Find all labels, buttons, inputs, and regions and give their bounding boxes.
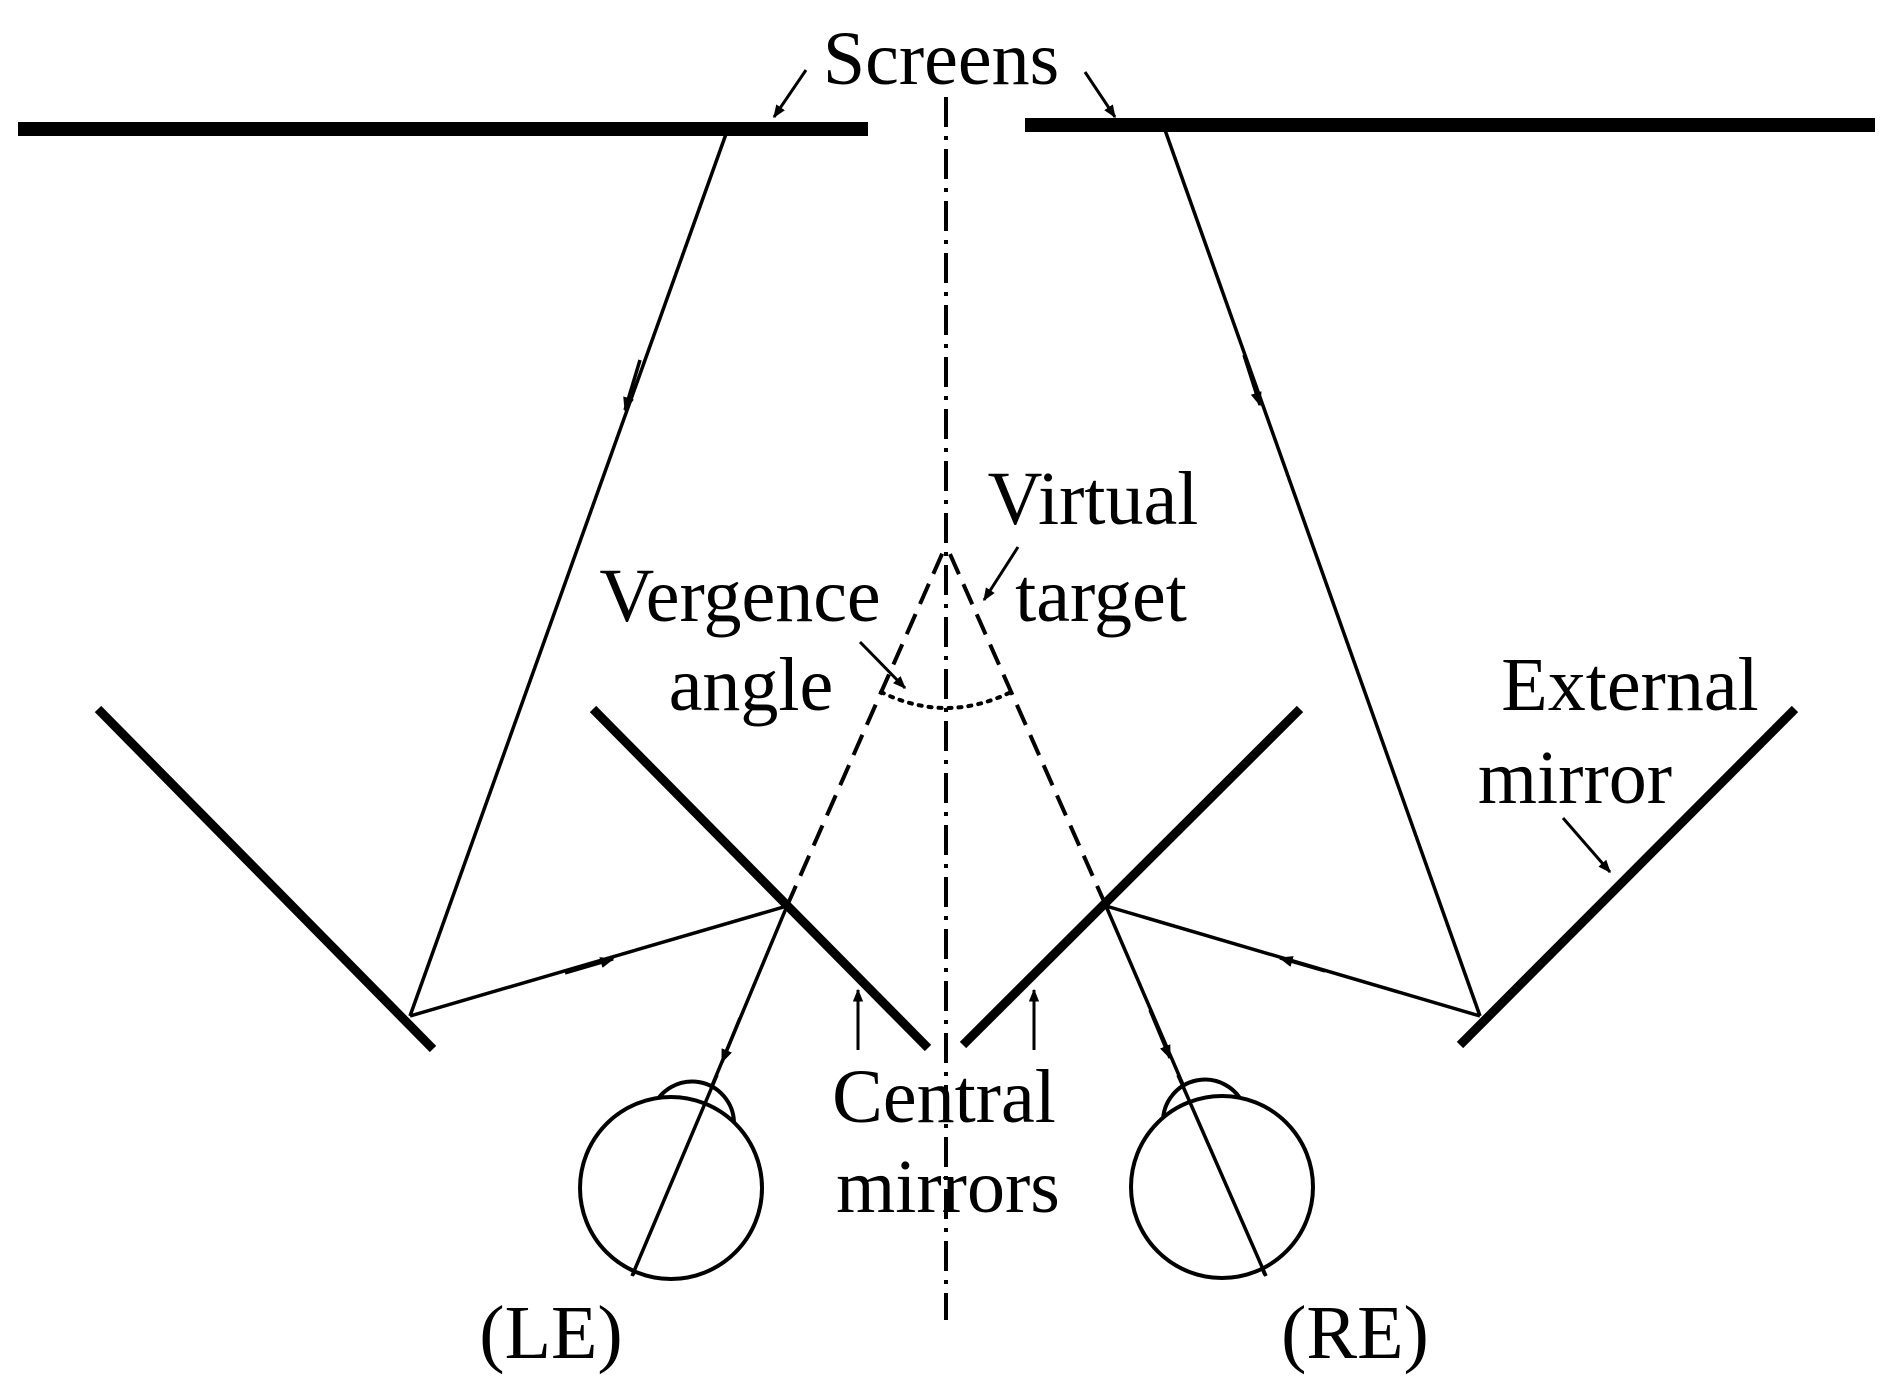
left-ray-external-to-central <box>409 904 788 1018</box>
vergence-angle-pointer <box>858 640 907 690</box>
left-external-mirror <box>94 705 437 1053</box>
left-ray-arrow-1 <box>623 359 642 412</box>
left-ray-screen-to-external <box>408 133 728 1017</box>
virtual-target-pointer <box>982 546 1020 602</box>
target-label: target <box>1015 554 1187 638</box>
screens-pointer-left <box>772 69 808 119</box>
right-eye-ball <box>1129 1094 1315 1280</box>
right-ray-arrow-3 <box>1148 1009 1172 1060</box>
screens-label: Screens <box>823 17 1059 101</box>
right-ray-arrow-2 <box>1278 956 1326 973</box>
screens-pointer-right <box>1083 71 1117 119</box>
left-ray-arrow-2 <box>564 957 615 975</box>
left-ray-arrow-3 <box>720 1017 742 1064</box>
left-eye-axis <box>630 1074 719 1277</box>
left-eye <box>578 1074 764 1281</box>
right-central-mirror <box>959 705 1304 1049</box>
right-ray-screen-to-external <box>1163 129 1482 1017</box>
right-ray-arrow-1 <box>1242 354 1262 407</box>
external-label: External <box>1501 643 1758 727</box>
right-eye-label: (RE) <box>1281 1291 1429 1375</box>
mirror-label: mirror <box>1478 736 1672 820</box>
left-central-mirror <box>589 705 932 1052</box>
central-label: Central <box>832 1055 1056 1139</box>
vergence-angle-arc <box>879 690 1013 710</box>
external-mirror-pointer <box>1561 817 1612 873</box>
left-eye-label: (LE) <box>479 1291 622 1375</box>
right-eye-axis <box>1176 1074 1268 1277</box>
mirrors-label: mirrors <box>836 1145 1060 1229</box>
right-eye <box>1129 1074 1315 1280</box>
angle-label: angle <box>669 643 834 727</box>
virtual-label: Virtual <box>988 457 1199 541</box>
vergence-label: Vergence <box>599 554 880 638</box>
right-external-mirror <box>1456 705 1799 1049</box>
screens-label-bg <box>810 14 1072 94</box>
